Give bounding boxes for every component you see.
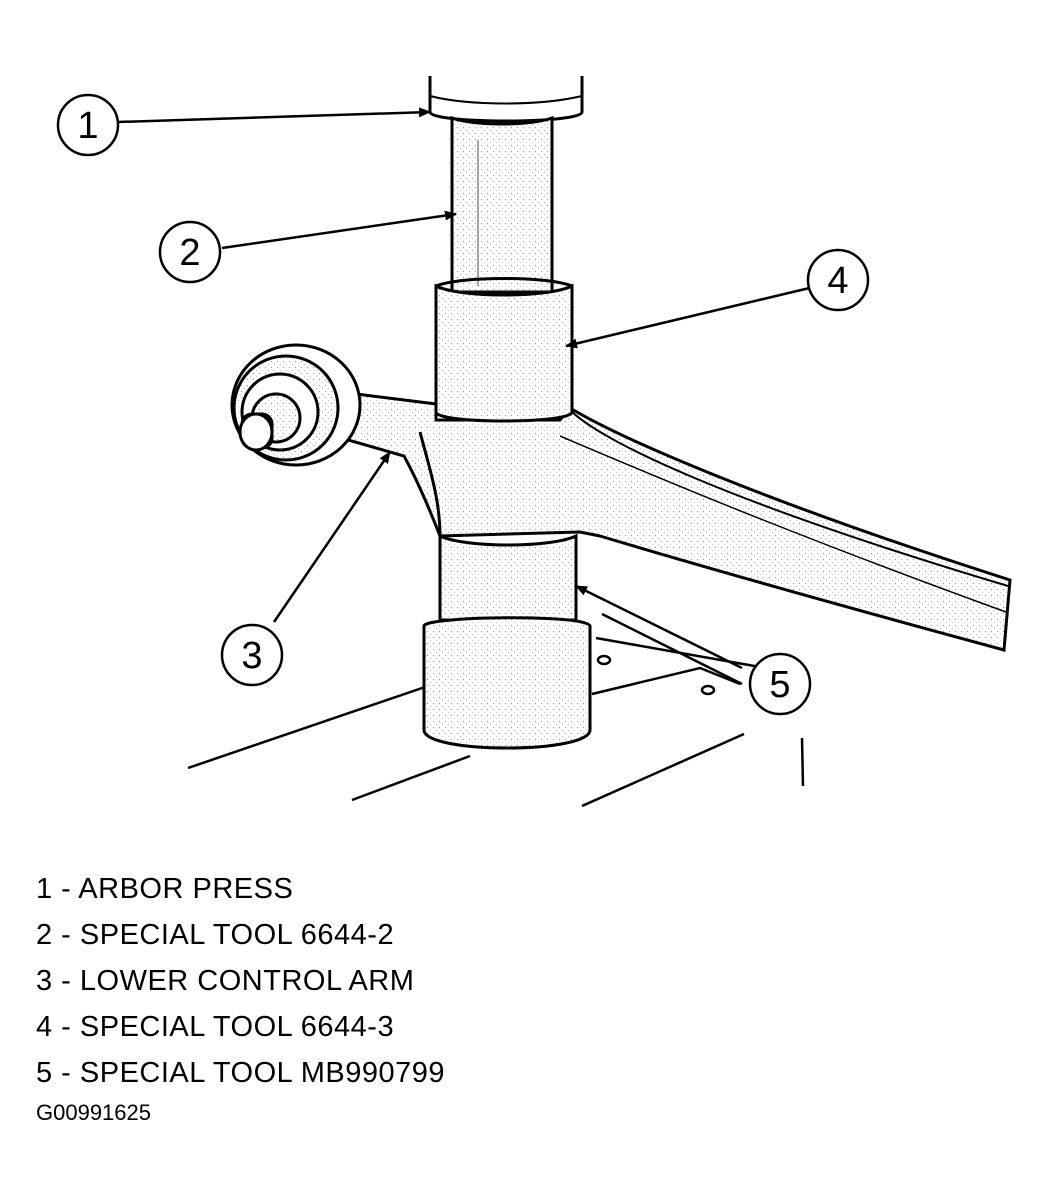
figure-id: G00991625 <box>36 1100 151 1125</box>
callout-2: 2 <box>158 220 222 284</box>
svg-text:2: 2 <box>179 232 200 274</box>
legend-item-special-tool-6644-3: 4 - SPECIAL TOOL 6644-3 <box>36 1011 395 1043</box>
special-tool-6644-2 <box>450 115 554 294</box>
diagram-illustration: 1 2 3 4 5 <box>56 76 1012 808</box>
legend-item-arbor-press: 1 - ARBOR PRESS <box>36 873 294 905</box>
callout-3: 3 <box>220 623 284 687</box>
lower-control-arm <box>230 343 1012 652</box>
callout-legend: 1 - ARBOR PRESS 2 - SPECIAL TOOL 6644-2 … <box>36 866 445 1096</box>
callout-leaders <box>117 107 819 686</box>
arbor-press-ram <box>428 76 584 123</box>
svg-text:1: 1 <box>77 105 98 147</box>
callout-5: 5 <box>748 652 812 716</box>
callout-1: 1 <box>56 93 120 157</box>
special-tool-6644-3 <box>434 277 574 423</box>
svg-text:5: 5 <box>769 664 790 706</box>
legend-item-special-tool-mb990799: 5 - SPECIAL TOOL MB990799 <box>36 1057 446 1089</box>
svg-text:3: 3 <box>241 635 262 677</box>
special-tool-mb990799 <box>422 533 592 750</box>
legend-item-lower-control-arm: 3 - LOWER CONTROL ARM <box>36 965 415 997</box>
legend-item-special-tool-6644-2: 2 - SPECIAL TOOL 6644-2 <box>36 919 395 951</box>
callout-4: 4 <box>806 248 870 312</box>
svg-text:4: 4 <box>827 260 848 302</box>
